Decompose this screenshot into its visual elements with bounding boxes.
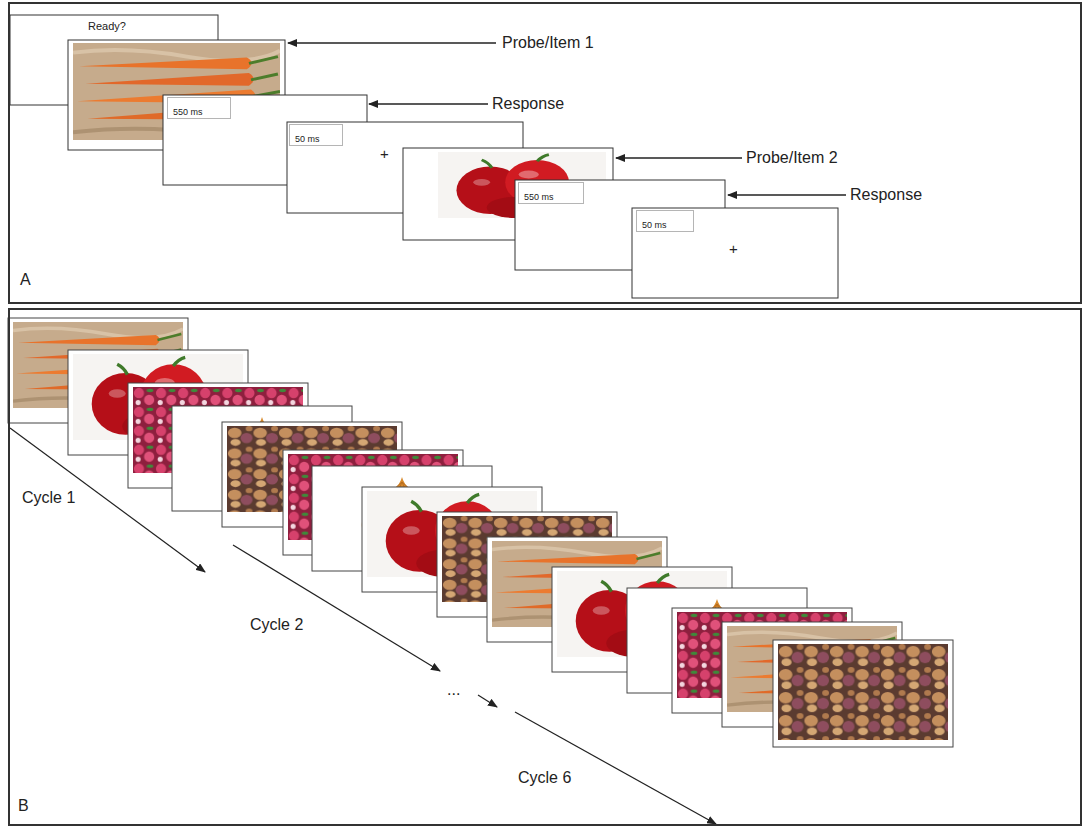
callout-label: Response	[850, 185, 922, 204]
fixation-screen	[632, 208, 838, 298]
slide-stack	[8, 318, 953, 747]
potato-photo	[778, 644, 948, 740]
panel-letter: B	[18, 796, 29, 815]
timing-text: 50 ms	[642, 220, 667, 231]
ellipsis-label: ...	[447, 680, 460, 699]
screen-text: Ready?	[88, 20, 126, 33]
callout-label: Probe/Item 2	[746, 148, 838, 167]
timing-box: 50 ms	[636, 210, 694, 232]
panel-letter: A	[20, 270, 31, 289]
cycle-arrow	[10, 428, 205, 572]
leader-arrow	[288, 42, 496, 43]
cycle-label: Cycle 2	[250, 615, 303, 634]
slide-frame	[773, 640, 953, 747]
cycle-arrow	[478, 695, 497, 707]
panel-frame: B	[8, 308, 1082, 826]
timing-text: 550 ms	[524, 192, 554, 203]
cycle-label: Cycle 6	[518, 768, 571, 787]
leader-arrow	[369, 103, 488, 104]
cycle-label: Cycle 1	[22, 488, 75, 507]
timing-text: 50 ms	[295, 134, 320, 145]
callout-label: Response	[492, 94, 564, 113]
cycle-arrow	[233, 545, 440, 671]
fixation-cross: +	[729, 240, 738, 258]
timing-box: 550 ms	[518, 182, 584, 204]
timing-box: 550 ms	[167, 97, 231, 119]
fixation-cross: +	[380, 145, 389, 163]
timing-text: 550 ms	[173, 107, 203, 118]
leader-arrow	[728, 194, 846, 195]
ready-screen: Ready?	[10, 15, 218, 105]
cycle-arrow	[515, 712, 716, 824]
timing-box: 50 ms	[289, 124, 343, 146]
callout-label: Probe/Item 1	[502, 33, 594, 52]
leader-arrow	[616, 157, 742, 158]
